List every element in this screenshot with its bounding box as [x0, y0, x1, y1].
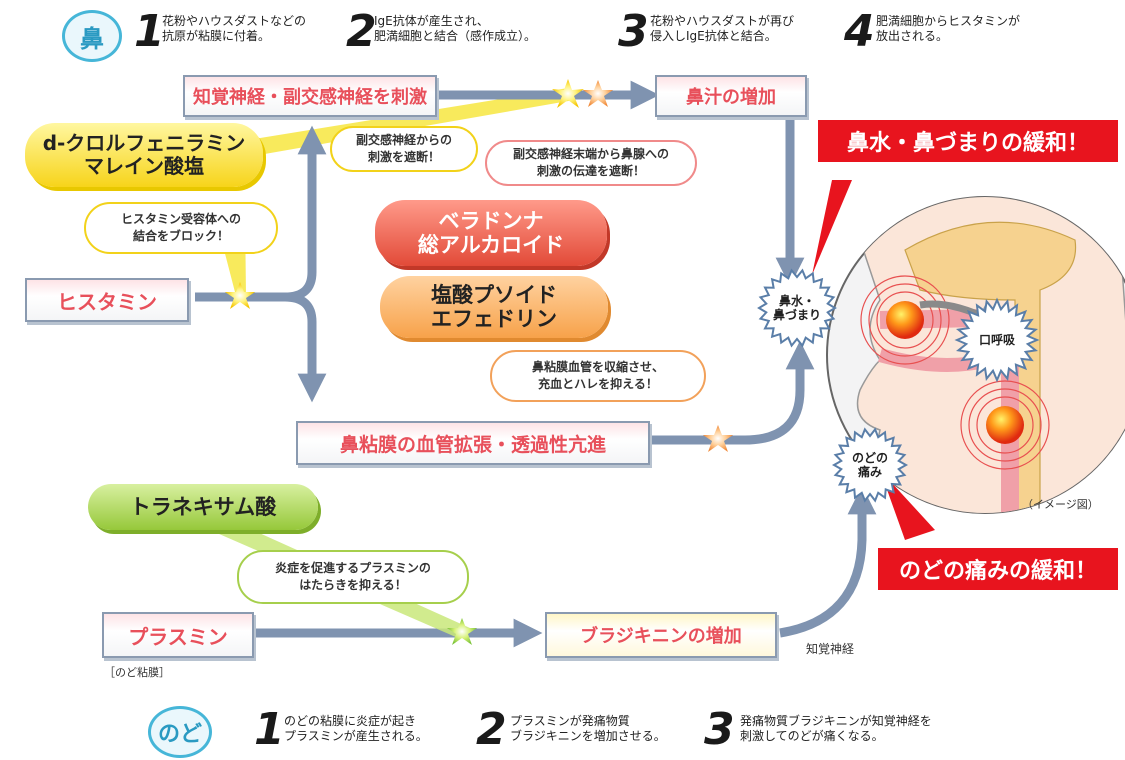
throat-burst-label: のどの痛み [851, 451, 888, 479]
mouth-burst [954, 297, 1040, 383]
belladonna-pill: ベラドンナ総アルカロイド [375, 200, 607, 266]
throat-step-text: のどの粘膜に炎症が起きプラスミンが産生される。 [284, 714, 428, 743]
throat-step-number: 2 [476, 704, 507, 755]
nasal-discharge-box: 鼻汁の増加 [655, 75, 807, 117]
nose-burst-label: 鼻水・鼻づまり [772, 294, 821, 322]
banner-pointer [880, 470, 935, 540]
throat-badge: のど [148, 706, 212, 758]
throat-mucosa-label: ［のど粘膜］ [104, 666, 170, 679]
chlorphenamine-pill: d-クロルフェニラミンマレイン酸塩 [25, 123, 263, 187]
bradykinin-box: ブラジキニンの増加 [545, 612, 777, 658]
nose-step-number: 2 [346, 6, 377, 57]
pseudoephedrine-pill: 塩酸プソイドエフェドリン [380, 276, 608, 338]
throat-step-text: プラスミンが発痛物質ブラジキニンを増加させる。 [510, 714, 666, 743]
sensory-nerve-box: 知覚神経・副交感神経を刺激 [183, 75, 437, 117]
tranexamic-pill: トラネキサム酸 [88, 484, 318, 530]
nose-step-number: 1 [134, 6, 165, 57]
throat-burst [831, 427, 909, 503]
nose-badge: 鼻 [62, 10, 122, 62]
nose-step-text: 花粉やハウスダストが再び侵入しIgE抗体と結合。 [650, 14, 795, 43]
spark-icon [703, 425, 733, 452]
throat-step-number: 3 [704, 704, 735, 755]
mouth-breathing-label: 口呼吸 [978, 333, 1015, 347]
sensory-nerve-label: 知覚神経 [806, 642, 855, 656]
nose-step-number: 4 [844, 6, 875, 57]
vasodilation-box: 鼻粘膜の血管拡張・透過性亢進 [296, 421, 650, 465]
vessel-bubble: 鼻粘膜血管を収縮させ、充血とハレを抑える！ [490, 350, 706, 402]
receptor-bubble: ヒスタミン受容体への結合をブロック！ [84, 202, 278, 254]
spark-icon [447, 618, 477, 645]
throat-step-number: 1 [254, 704, 285, 755]
nose-step-text: 肥満細胞からヒスタミンが放出される。 [876, 14, 1021, 43]
spark-icon [583, 80, 613, 107]
spark-icon [552, 79, 584, 108]
nose-burst [757, 268, 837, 348]
plasmin-bubble: 炎症を促進するプラスミンのはたらきを抑える！ [237, 550, 469, 604]
parasympathetic-bubble: 副交感神経からの刺激を遮断！ [330, 126, 478, 172]
nerve-end-bubble: 副交感神経末端から鼻腺への刺激の伝達を遮断！ [485, 140, 697, 186]
nose-step-text: IgE抗体が産生され、肥満細胞と結合（感作成立）。 [374, 14, 537, 43]
image-note: （イメージ図） [1022, 498, 1099, 511]
nose-step-text: 花粉やハウスダストなどの抗原が粘膜に付着。 [162, 14, 307, 43]
throat-step-text: 発痛物質ブラジキニンが知覚神経を刺激してのどが痛くなる。 [740, 714, 932, 743]
nose-step-number: 3 [618, 6, 649, 57]
nose-relief-banner: 鼻水・鼻づまりの緩和！ [818, 120, 1118, 162]
histamine-box: ヒスタミン [25, 278, 189, 322]
banner-pointer [812, 180, 852, 275]
spark-icon [225, 282, 255, 309]
throat-badge-label: のど [157, 722, 202, 747]
throat-relief-banner: のどの痛みの緩和！ [878, 548, 1118, 590]
nose-badge-label: 鼻 [80, 24, 104, 53]
plasmin-box: プラスミン [102, 612, 254, 658]
